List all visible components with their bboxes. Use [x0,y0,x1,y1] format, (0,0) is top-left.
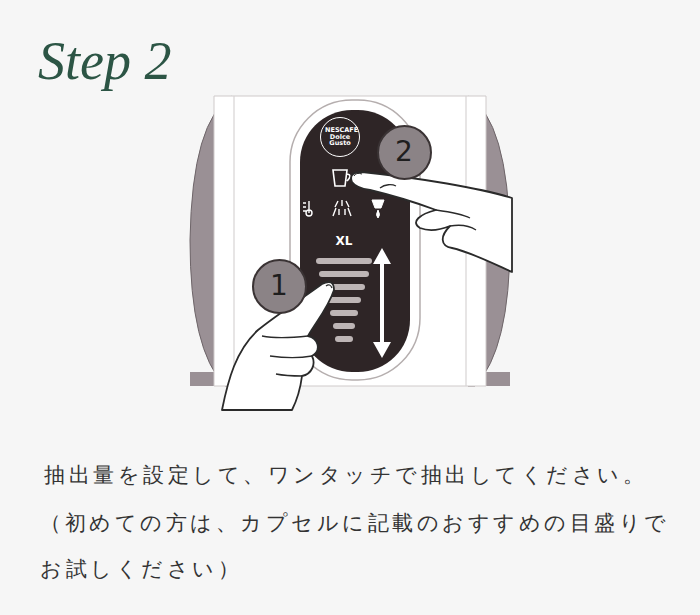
volume-bar [319,271,369,277]
instruction-text: 抽出量を設定して、ワンタッチで抽出してください。 [44,452,684,498]
milk-icon [372,200,384,218]
arrow-shaft [380,260,384,346]
node-text: 1 [258,272,300,300]
cup-icon [333,170,350,186]
fingernail [354,173,362,176]
volume-bar [335,336,353,342]
volume-bar [327,297,361,303]
brand-logo: NESCAFÉ Dolce Gusto [320,117,360,157]
node-text: NESCAFÉ Dolce Gusto [325,127,355,147]
arrow-heads [373,248,391,358]
finger-lines [380,185,476,230]
node-text: 2 [383,138,425,166]
callout-number: 2 [377,125,432,180]
note-text: （初めての方は、カプセルに記載のおすすめの目盛りでお試しください） [40,500,680,592]
machine-group [190,96,512,410]
volume-bar [316,258,372,264]
temperature-icon [303,201,312,216]
step-title: Step 2 [38,30,171,92]
pressure-icon [333,200,351,216]
callout-number: 1 [252,259,307,314]
volume-bar [333,323,355,329]
size-label: XL [330,234,358,248]
volume-bar [330,310,358,316]
hand [351,172,512,272]
